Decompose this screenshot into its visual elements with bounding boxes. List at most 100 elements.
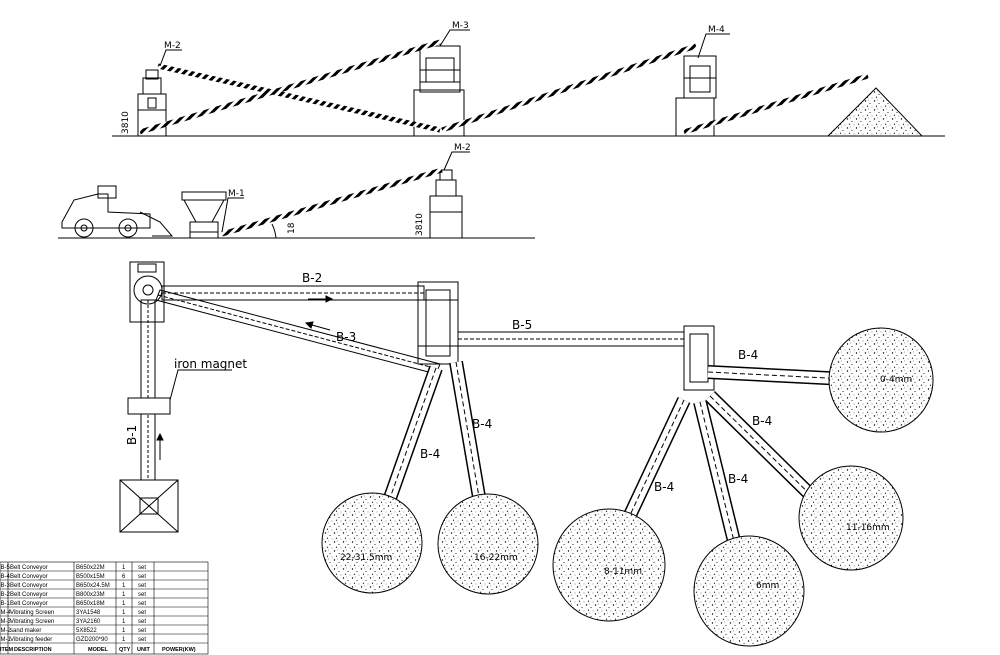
conveyor-lower <box>221 167 443 237</box>
table-cell: B500x15M <box>76 574 105 580</box>
table-cell: Vibrating Screen <box>10 619 54 625</box>
table-cell: GZD200*90 <box>76 637 108 643</box>
sand-maker-upper <box>137 69 167 137</box>
table-cell: 6 <box>122 574 126 580</box>
table-cell: B800x23M <box>76 592 105 598</box>
stockpile-22-31 <box>321 492 423 594</box>
table-cell: set <box>138 592 146 598</box>
table-cell: 1 <box>122 619 126 625</box>
table-cell: set <box>138 565 146 571</box>
pile-label-11-16: 11-16mm <box>846 523 890 533</box>
table-cell: 1 <box>122 565 126 571</box>
th-description: DESCRIPTION <box>14 647 52 653</box>
feed-hopper <box>119 479 179 533</box>
table-cell: M-4 <box>1 610 12 616</box>
stockpile-0-4 <box>828 327 934 433</box>
vibrating-screen-m3 <box>413 45 465 137</box>
th-unit: UNIT <box>137 647 150 653</box>
wheel-loader <box>61 185 174 238</box>
angle-mark: 18 <box>287 222 297 234</box>
tag-m2-lower: M-2 <box>454 143 471 153</box>
label-b4-a: B-4 <box>420 447 440 461</box>
conveyor-upper-4 <box>683 73 869 135</box>
table-cell: 3YA2160 <box>76 619 101 625</box>
pile-label-22-31: 22-31.5mm <box>340 553 392 563</box>
tag-m1: M-1 <box>228 189 245 199</box>
table-cell: 5X8522 <box>76 628 97 634</box>
th-qty: QTY <box>119 647 131 653</box>
table-cell: 1 <box>122 583 126 589</box>
table-cell: Belt Conveyor <box>10 565 48 571</box>
conveyor-upper-3 <box>441 43 697 133</box>
table-cell: Vibrating Screen <box>10 610 54 616</box>
table-cell: set <box>138 637 146 643</box>
table-cell: set <box>138 583 146 589</box>
stockpile-11-16 <box>798 465 904 571</box>
tag-m2-upper: M-2 <box>164 41 181 51</box>
label-b4-d: B-4 <box>752 414 772 428</box>
table-cell: set <box>138 610 146 616</box>
table-cell: 1 <box>122 637 126 643</box>
conveyor-upper-2 <box>157 63 441 133</box>
table-cell: M-3 <box>1 619 12 625</box>
stockpile-6 <box>693 535 805 647</box>
label-b4-b: B-4 <box>472 417 492 431</box>
label-iron-magnet: iron magnet <box>174 357 247 371</box>
screen-m3-plan <box>417 281 459 365</box>
equipment-table-header: ITEM DESCRIPTION MODEL QTY UNIT POWER(KW… <box>0 647 196 653</box>
label-b4-c: B-4 <box>738 348 758 362</box>
table-cell: B-5 <box>1 565 11 571</box>
table-cell: Belt Conveyor <box>10 601 48 607</box>
stockpile-upper <box>826 87 924 137</box>
table-cell: Belt Conveyor <box>10 574 48 580</box>
label-b5: B-5 <box>512 318 532 332</box>
plan-view <box>119 261 934 647</box>
tag-m4: M-4 <box>708 25 725 35</box>
table-cell: Vibrating feeder <box>10 637 52 643</box>
th-power: POWER(KW) <box>162 647 196 653</box>
table-cell: set <box>138 574 146 580</box>
table-cell: 1 <box>122 601 126 607</box>
pile-label-16-22: 16-22mm <box>474 553 518 563</box>
pile-label-6: 6mm <box>756 581 779 591</box>
screen-m4-plan <box>683 325 715 391</box>
height-mark-upper: 3810 <box>121 111 131 134</box>
label-b4-e: B-4 <box>654 480 674 494</box>
label-b3: B-3 <box>336 330 356 344</box>
pile-label-8-11: 8-11mm <box>604 567 642 577</box>
vibrating-feeder-m1 <box>181 191 227 238</box>
th-item: ITEM <box>0 647 14 653</box>
sand-maker-lower <box>429 169 463 239</box>
table-cell: B-4 <box>1 574 11 580</box>
table-cell: B650x18M <box>76 601 105 607</box>
table-cell: set <box>138 628 146 634</box>
elevation-upper <box>112 29 945 137</box>
table-cell: B650x24.5M <box>76 583 110 589</box>
pile-label-0-4: 0-4mm <box>880 375 912 385</box>
label-b1: B-1 <box>125 425 139 445</box>
table-cell: sand maker <box>10 628 41 634</box>
table-cell: 1 <box>122 610 126 616</box>
table-cell: 1 <box>122 592 126 598</box>
tag-m3: M-3 <box>452 21 469 31</box>
stockpile-8-11 <box>552 508 666 622</box>
label-b4-f: B-4 <box>728 472 748 486</box>
table-cell: M-1 <box>1 637 12 643</box>
equipment-table <box>0 561 209 655</box>
vibrating-screen-m4 <box>675 55 717 137</box>
label-b2: B-2 <box>302 271 322 285</box>
table-cell: B650x22M <box>76 565 105 571</box>
elevation-lower <box>58 151 535 239</box>
table-cell: Belt Conveyor <box>10 583 48 589</box>
table-cell: 3YA1548 <box>76 610 101 616</box>
stockpile-16-22 <box>437 493 539 595</box>
table-cell: Belt Conveyor <box>10 592 48 598</box>
iron-magnet-box <box>127 397 171 415</box>
table-cell: 1 <box>122 628 126 634</box>
conveyor-upper-1 <box>139 39 441 135</box>
table-cell: B-3 <box>1 583 11 589</box>
table-cell: M-2 <box>1 628 12 634</box>
height-mark-lower: 3810 <box>415 213 425 236</box>
